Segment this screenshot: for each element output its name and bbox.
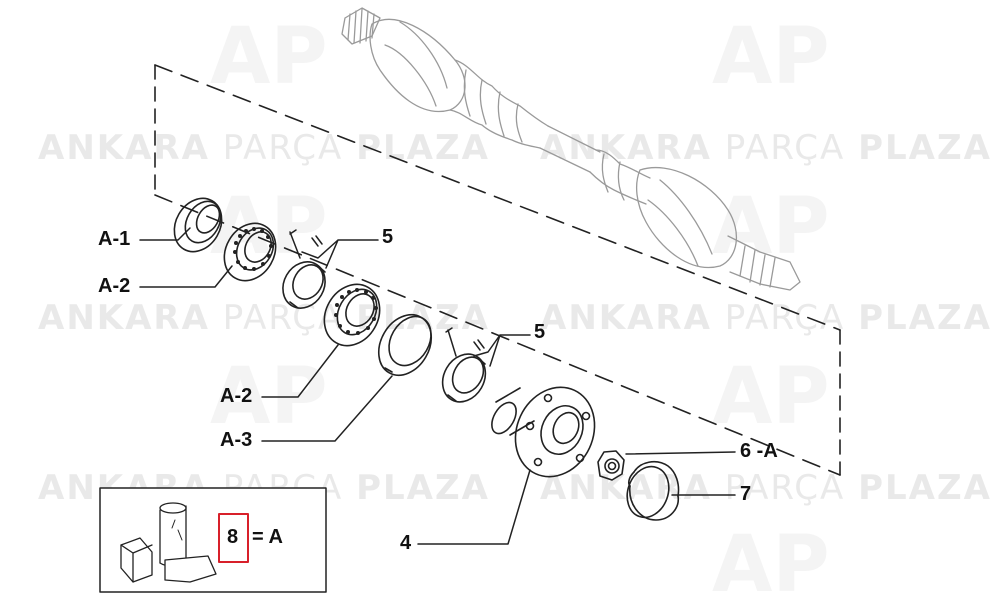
leader-lines [139,227,736,545]
watermark-text: ANKARA PARÇA PLAZA [540,298,992,338]
callout-five-top: 5 [382,226,394,248]
watermark-logo: AP [210,12,328,102]
assembly-outline [154,194,841,476]
parts-kit-icon [120,502,217,583]
watermark-text: ANKARA PARÇA PLAZA [540,468,992,508]
bearing-a2-middle [323,283,381,347]
callout-seven: 7 [740,483,752,505]
leader-a3 [261,375,393,442]
assembly-outline [154,64,841,331]
spacer-5-middle [441,353,487,403]
leader-six-a [625,451,736,455]
callout-five-mid: 5 [534,321,546,343]
leader-a2-top [139,265,233,288]
leader-five-mid [473,334,531,367]
watermark-text: ANKARA PARÇA PLAZA [38,128,490,168]
legend-equals: = A [252,526,283,548]
ring-a3 [377,314,433,376]
leader-a1 [139,227,191,241]
watermark-logo: AP [712,352,830,442]
callout-six-a: 6 -A [740,440,778,462]
callout-a3: A-3 [220,429,253,451]
bearing-a2-top [223,222,277,282]
callout-four: 4 [400,532,412,554]
spacer-5-top [282,261,326,309]
oil-seal-a1 [173,197,223,253]
callout-a1: A-1 [98,228,131,250]
legend-number: 8 [227,526,239,548]
wheel-hub-4 [491,386,596,478]
leader-four [417,469,531,545]
leader-a2-mid [261,344,339,398]
legend-highlight [218,513,249,563]
callout-a2-top: A-2 [98,275,131,297]
watermark-logo: AP [712,12,830,102]
nut-6a [597,450,625,481]
callout-a2-mid: A-2 [220,385,253,407]
watermark-logo: AP [712,520,830,610]
dust-cap-7 [626,460,680,521]
leader-five-top [301,239,379,269]
drive-shaft [341,7,801,291]
